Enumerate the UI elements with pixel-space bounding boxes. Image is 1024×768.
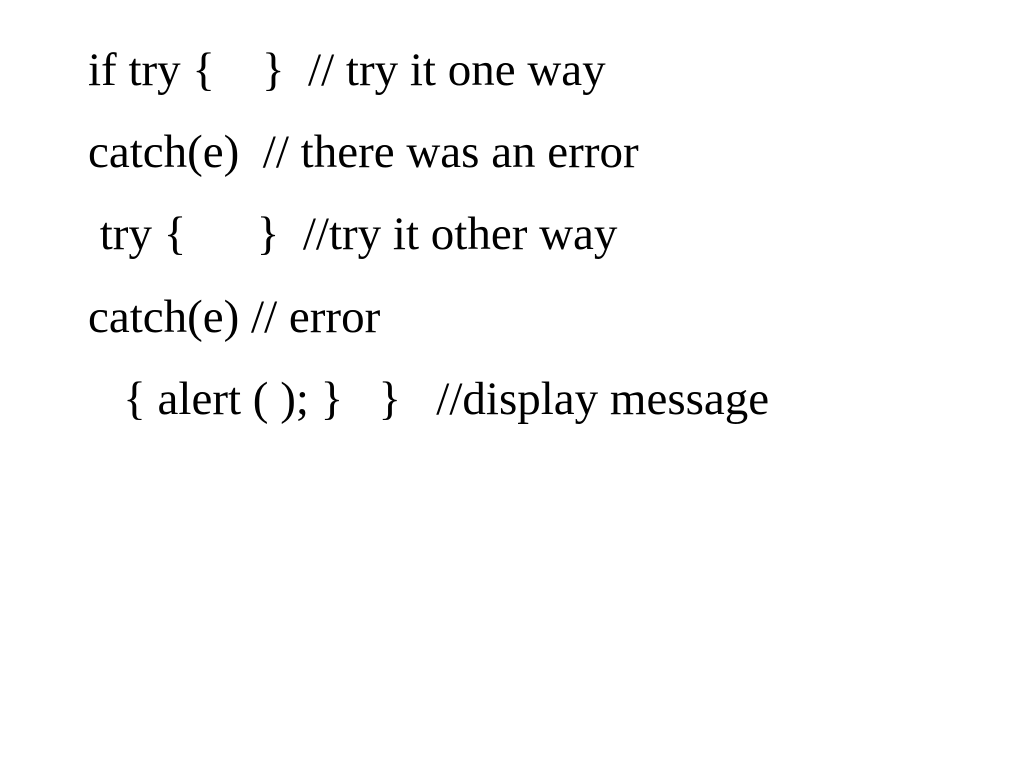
code-line-5: { alert ( ); } } //display message: [88, 373, 770, 425]
code-line-2: catch(e) // there was an error: [88, 126, 639, 178]
code-line-4: catch(e) // error: [88, 291, 381, 343]
code-line-3: try { } //try it other way: [88, 208, 618, 260]
code-line-1: if try { } // try it one way: [88, 44, 606, 96]
